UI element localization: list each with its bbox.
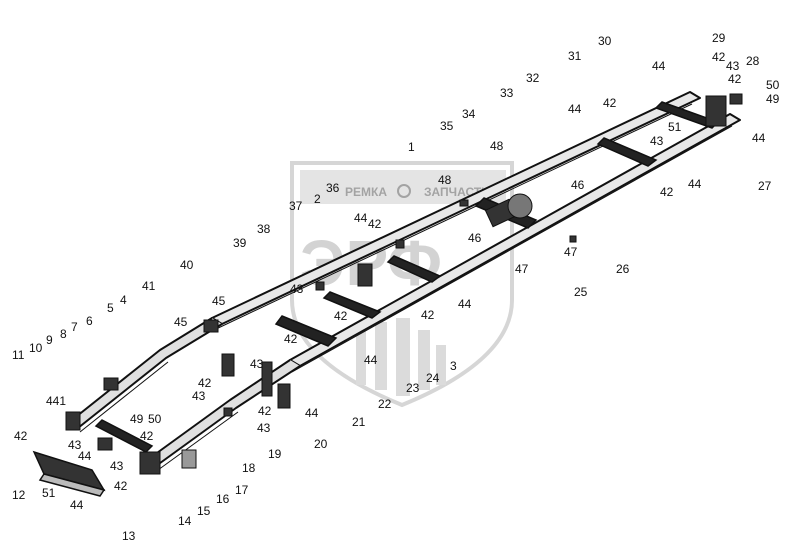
callout-38: 38	[257, 222, 271, 236]
callout-36: 36	[326, 181, 340, 195]
callout-42-h: 42	[284, 332, 298, 346]
callout-48-a: 48	[490, 139, 504, 153]
callout-35: 35	[440, 119, 454, 133]
callout-43-f: 43	[257, 421, 271, 435]
callout-34: 34	[462, 107, 476, 121]
callout-18: 18	[242, 461, 256, 475]
callout-8: 8	[60, 327, 67, 341]
callout-46-a: 46	[571, 178, 585, 192]
callout-17: 17	[235, 483, 249, 497]
callout-1: 1	[408, 140, 415, 154]
callout-19: 19	[268, 447, 282, 461]
callout-24: 24	[426, 371, 440, 385]
callout-43-d: 43	[250, 357, 264, 371]
callout-42-d: 42	[660, 185, 674, 199]
callout-44-i: 44	[78, 449, 92, 463]
callout-43-a: 43	[726, 59, 740, 73]
gear-icon	[397, 184, 411, 198]
callout-40: 40	[180, 258, 194, 272]
callout-33: 33	[500, 86, 514, 100]
callout-39: 39	[233, 236, 247, 250]
watermark-text-left: РЕМКА	[345, 185, 387, 199]
callout-44-f: 44	[458, 297, 472, 311]
callout-50-b: 50	[148, 412, 162, 426]
callout-42-b: 42	[728, 72, 742, 86]
callout-32: 32	[526, 71, 540, 85]
watermark-wheat-icon	[356, 318, 446, 396]
callout-44-j: 44	[70, 498, 84, 512]
callout-23: 23	[406, 381, 420, 395]
callout-42-k: 42	[140, 429, 154, 443]
callout-15: 15	[197, 504, 211, 518]
callout-51-b: 51	[42, 486, 56, 500]
callout-43-g: 43	[68, 438, 82, 452]
callout-42-c: 42	[603, 96, 617, 110]
callout-10: 10	[29, 341, 43, 355]
callout-6: 6	[86, 314, 93, 328]
callout-44-h: 44	[305, 406, 319, 420]
callout-45-b: 45	[174, 315, 188, 329]
callout-46-b: 46	[468, 231, 482, 245]
callout-30: 30	[598, 34, 612, 48]
callout-44-b: 44	[568, 102, 582, 116]
callout-44-c: 44	[752, 131, 766, 145]
callout-43-c: 43	[290, 282, 304, 296]
callout-44-e: 44	[354, 211, 368, 225]
callout-45-a: 45	[212, 294, 226, 308]
callout-44-d: 44	[688, 177, 702, 191]
callout-41: 41	[142, 279, 156, 293]
callout-9: 9	[46, 333, 53, 347]
callout-48-b: 48	[438, 173, 452, 187]
callout-51-a: 51	[668, 120, 682, 134]
callout-13: 13	[122, 529, 136, 543]
front-bumper	[32, 450, 106, 497]
callout-2: 2	[314, 192, 321, 206]
callout-37: 37	[289, 199, 303, 213]
callout-43-e: 43	[192, 389, 206, 403]
callout-441: 441	[46, 394, 66, 408]
callout-14: 14	[178, 514, 192, 528]
callout-25: 25	[574, 285, 588, 299]
callout-7: 7	[71, 320, 78, 334]
callout-42-e: 42	[368, 217, 382, 231]
callout-42-a: 42	[712, 50, 726, 64]
callout-16: 16	[216, 492, 230, 506]
callout-47-b: 47	[515, 262, 529, 276]
callout-29: 29	[712, 31, 726, 45]
callout-21: 21	[352, 415, 366, 429]
callout-50-a: 50	[766, 78, 780, 92]
frame-brackets	[65, 93, 743, 475]
callout-43-h: 43	[110, 459, 124, 473]
callout-43-b: 43	[650, 134, 664, 148]
callout-49-b: 49	[130, 412, 144, 426]
callout-11: 11	[12, 348, 25, 362]
callout-5: 5	[107, 301, 114, 315]
callout-49-a: 49	[766, 92, 780, 106]
callout-44-g: 44	[364, 353, 378, 367]
callout-42-g: 42	[421, 308, 435, 322]
callout-42-i: 42	[198, 376, 212, 390]
callout-42-l: 42	[14, 429, 28, 443]
callout-42-m: 42	[114, 479, 128, 493]
callout-42-j: 42	[258, 404, 272, 418]
callout-3: 3	[450, 359, 457, 373]
callout-31: 31	[568, 49, 582, 63]
callout-42-f: 42	[334, 309, 348, 323]
callout-12: 12	[12, 488, 26, 502]
callout-22: 22	[378, 397, 392, 411]
callout-4: 4	[120, 293, 127, 307]
watermark-shield: РЕМКА ЗАПЧАСТИ ЭРФ	[290, 161, 514, 408]
callout-26: 26	[616, 262, 630, 276]
callout-27: 27	[758, 179, 772, 193]
callout-20: 20	[314, 437, 328, 451]
callout-44-a: 44	[652, 59, 666, 73]
callout-47-a: 47	[564, 245, 578, 259]
callout-28: 28	[746, 54, 760, 68]
callout-labels: 1 2 3 4 5 6 7 8 9 10 11 12 13 14 15 16 1…	[12, 31, 780, 543]
